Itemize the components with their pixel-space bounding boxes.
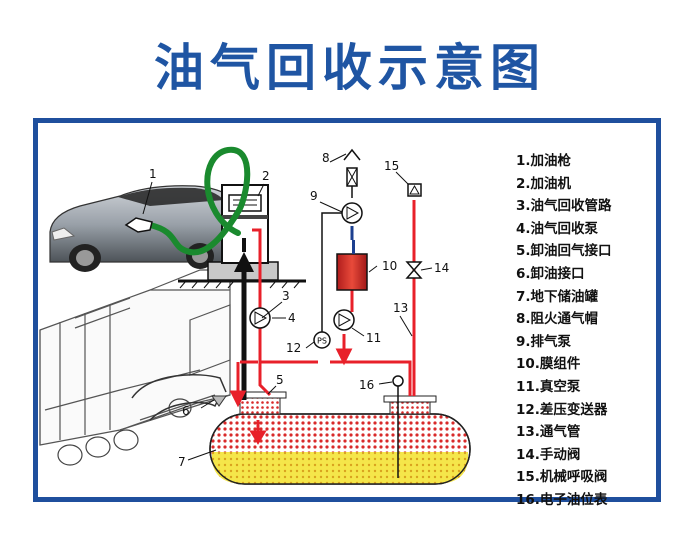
level-gauge [392,375,404,478]
ground-hatch [179,280,301,289]
unloading-port [211,395,227,407]
callout-12: 12 [286,341,301,355]
callout-labels: 1 2 3 4 5 6 7 8 9 10 11 12 13 14 15 16 [149,151,449,469]
legend-item: 1.加油枪 [516,153,572,169]
callouts [142,153,433,461]
legend-item: 12.差压变送器 [516,401,608,418]
callout-5: 5 [276,373,284,387]
nozzle-hose [147,146,251,256]
legend-item: 10.膜组件 [516,356,581,373]
exhaust-line [321,186,353,340]
vapor-recovery-line [229,200,416,445]
callout-16: 16 [359,378,374,392]
callout-6: 6 [182,404,190,418]
pressure-transmitter-label: PS [317,337,327,346]
legend-item: 7.地下储油罐 [516,288,599,305]
vacuum-pump [333,309,355,331]
membrane-module [336,226,368,291]
legend-item: 4.油气回收泵 [516,220,599,237]
legend-item: 6.卸油接口 [516,265,585,282]
exhaust-pump [341,202,363,224]
callout-9: 9 [310,189,318,203]
callout-8: 8 [322,151,330,165]
legend-item: 9.排气泵 [516,333,572,350]
callout-11: 11 [366,331,381,345]
legend: 1.加油枪 2.加油机 3.油气回收管路 4.油气回收泵 5.卸油回气接口 6.… [516,150,612,512]
fuel-supply-line [234,238,254,400]
legend-item: 8.阻火通气帽 [516,311,599,328]
callout-10: 10 [382,259,397,273]
legend-item: 14.手动阀 [516,446,581,463]
legend-item: 15.机械呼吸阀 [516,469,608,486]
legend-item: 3.油气回收管路 [516,198,612,215]
pressure-transmitter: PS [313,331,331,349]
fuel-nozzle [124,217,153,233]
underground-tank [209,391,471,485]
callout-7: 7 [178,455,186,469]
legend-item: 11.真空泵 [516,378,581,395]
legend-item: 2.加油机 [516,175,572,192]
legend-item: 13.通气管 [516,424,581,441]
callout-14: 14 [434,261,449,275]
breathing-valve [407,183,422,197]
callout-4: 4 [288,311,296,325]
flame-arrester-cap [343,148,361,187]
diagram-title: 油气回收示意图 [154,39,546,97]
legend-item: 5.卸油回气接口 [516,243,612,260]
unloading-hoses [131,374,227,421]
manual-valve [405,261,423,279]
callout-13: 13 [393,301,408,315]
callout-3: 3 [282,289,290,303]
vapor-recovery-pump [249,307,271,329]
callout-2: 2 [262,169,270,183]
callout-1: 1 [149,167,157,181]
legend-item: 16.电子油位表 [516,491,608,508]
callout-15: 15 [384,159,399,173]
tanker-truck [39,269,231,466]
